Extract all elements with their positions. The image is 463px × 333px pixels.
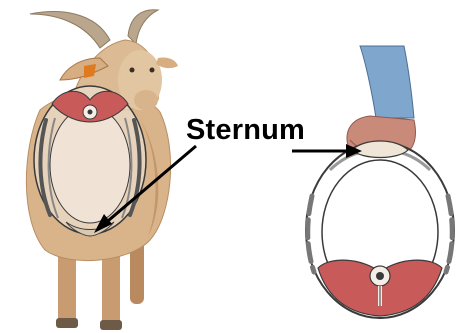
ribcage-cross-section	[306, 46, 454, 318]
goat-eye	[130, 68, 135, 73]
sternum-label: Sternum	[186, 116, 305, 145]
goat-hoof	[56, 318, 78, 328]
goat-hoof	[100, 320, 122, 330]
shirt-sleeve	[360, 46, 414, 118]
goat-ribcage-overlay	[34, 86, 146, 236]
goat-illustration	[26, 10, 178, 330]
goat-muzzle	[134, 90, 158, 110]
vertebra-canal	[376, 272, 384, 280]
goat-horn-left	[30, 12, 110, 48]
goat-horn-right	[128, 10, 158, 44]
goat-eye	[150, 68, 155, 73]
vertebra-canal	[88, 110, 93, 115]
ribcage-inner	[50, 107, 130, 223]
